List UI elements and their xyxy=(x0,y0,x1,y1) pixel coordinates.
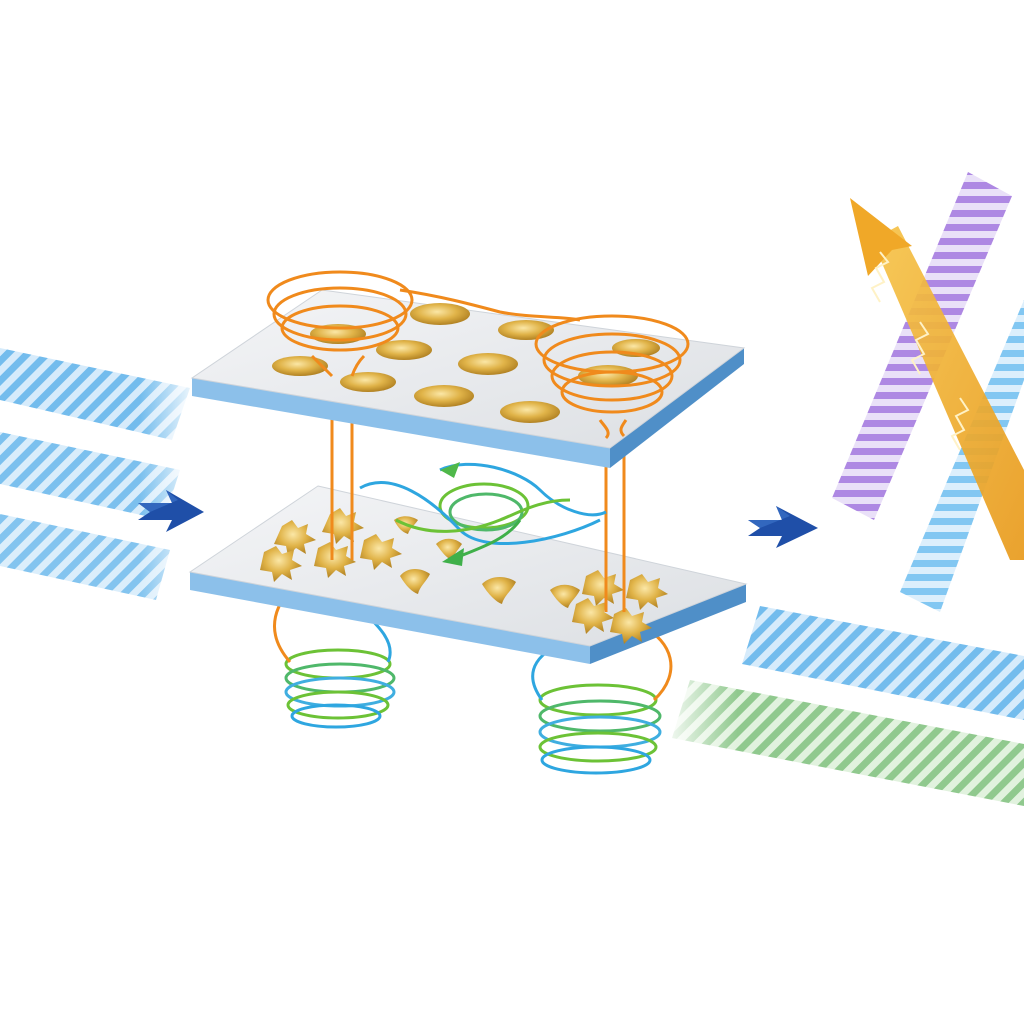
arrow-head-icon xyxy=(442,548,464,566)
upper-coil-right xyxy=(534,314,690,440)
incoming-beams xyxy=(0,330,200,620)
chevron-arrow-right-icon xyxy=(138,490,204,532)
diagonal-arrow-orange xyxy=(850,198,1024,560)
arrow-head-icon xyxy=(440,462,460,478)
chevron-arrow-right-icon xyxy=(748,506,818,548)
diagonal-beam-blue xyxy=(900,300,1024,612)
upper-coils xyxy=(266,270,690,440)
outgoing-beams xyxy=(660,596,1024,816)
crossed-beams xyxy=(832,172,1024,612)
top-plate xyxy=(190,289,746,468)
coil-bridge xyxy=(399,288,581,322)
mode-swirl xyxy=(359,462,607,566)
upper-coil-left xyxy=(266,270,414,378)
